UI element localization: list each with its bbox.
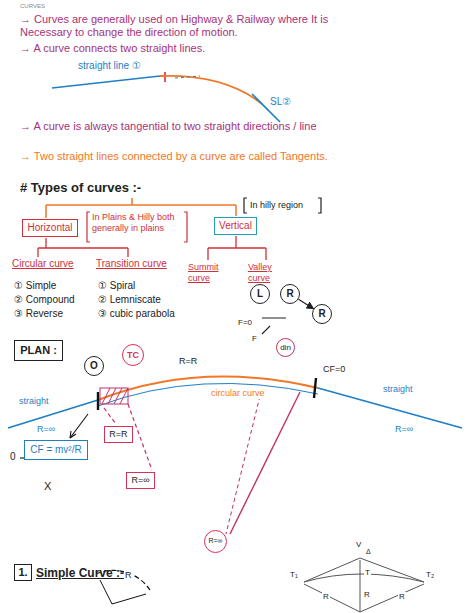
boxed-label: Vertical — [214, 217, 257, 235]
node-text: O — [90, 360, 98, 372]
boxed-label: Horizontal — [22, 219, 78, 237]
note-text: CURVES — [20, 3, 45, 10]
circled-mark: TC — [122, 344, 144, 366]
note-text: R — [363, 590, 371, 600]
circled-mark: R=∞ — [204, 530, 227, 553]
boxed-label: CF = mv²/R — [24, 440, 88, 460]
note-text: In hilly region — [250, 200, 303, 211]
note-text: Summit curve — [188, 262, 230, 284]
note-text: R=R — [178, 356, 198, 367]
circled-mark: O — [84, 356, 104, 376]
boxed-label: R=R — [104, 426, 133, 443]
note-text: straight line ① — [78, 60, 141, 72]
note-text: → Curves are generally used on Highway &… — [20, 13, 350, 39]
boxed-label: PLAN : — [14, 340, 63, 361]
note-text: straight — [18, 396, 50, 407]
note-text: ③ cubic parabola — [98, 308, 175, 320]
note-text: circular curve — [210, 388, 266, 399]
node-text: 1. — [18, 566, 27, 579]
note-text: T₁ — [290, 570, 298, 580]
node-text: Horizontal — [27, 222, 72, 234]
note-text: X — [44, 480, 51, 493]
node-text: L — [257, 288, 263, 300]
note-text: → Two straight lines connected by a curv… — [20, 150, 350, 163]
note-text: SL② — [270, 96, 291, 108]
note-text: ② Compound — [14, 294, 75, 306]
note-text: In Plains & Hilly both generally in plai… — [92, 212, 184, 234]
note-text: straight — [382, 384, 414, 395]
note-text: R — [398, 592, 406, 602]
circled-mark: L — [250, 284, 270, 304]
note-text: → A curve connects two straight lines. — [20, 42, 205, 55]
note-text: R=∞ — [394, 424, 414, 435]
note-text: → A curve is always tangential to two st… — [20, 120, 320, 133]
note-text: Δ — [366, 548, 371, 556]
note-text: R — [322, 592, 330, 602]
note-text: ③ Reverse — [14, 308, 63, 320]
note-text: V — [356, 540, 361, 550]
note-text: ① Simple — [14, 280, 56, 292]
circled-mark: R — [280, 284, 300, 304]
note-text: T — [364, 568, 371, 578]
note-text: Valley curve — [248, 262, 290, 284]
note-text: F — [252, 334, 257, 344]
node-text: TC — [127, 350, 139, 360]
note-text: R — [124, 570, 133, 581]
node-text: R — [318, 308, 325, 320]
node-text: CF = mv²/R — [30, 444, 81, 456]
note-text: F=0 — [238, 318, 252, 328]
note-text: Transition curve — [96, 258, 167, 270]
note-text: CF=0 — [322, 364, 346, 375]
node-text: R — [286, 288, 293, 300]
node-text: din — [280, 343, 291, 352]
note-text: ② Lemniscate — [98, 294, 161, 306]
note-text: R=∞ — [36, 424, 56, 435]
node-text: Vertical — [219, 220, 252, 232]
note-text: # Types of curves :- — [20, 180, 141, 196]
note-text: Circular curve — [12, 258, 74, 270]
circled-mark: R — [312, 304, 332, 324]
node-text: R=∞ — [208, 537, 222, 545]
node-text: PLAN : — [20, 344, 57, 357]
note-text: Simple Curve :- — [36, 566, 124, 580]
note-text: 0 — [10, 451, 16, 463]
note-text: ① Spiral — [98, 280, 135, 292]
node-text: R=∞ — [131, 475, 149, 485]
note-text: T₂ — [426, 570, 434, 580]
boxed-label: 1. — [14, 564, 32, 581]
arrow-connector — [299, 299, 314, 308]
node-text: R=R — [109, 429, 127, 439]
boxed-label: R=∞ — [126, 472, 155, 489]
circled-mark: din — [276, 338, 295, 357]
